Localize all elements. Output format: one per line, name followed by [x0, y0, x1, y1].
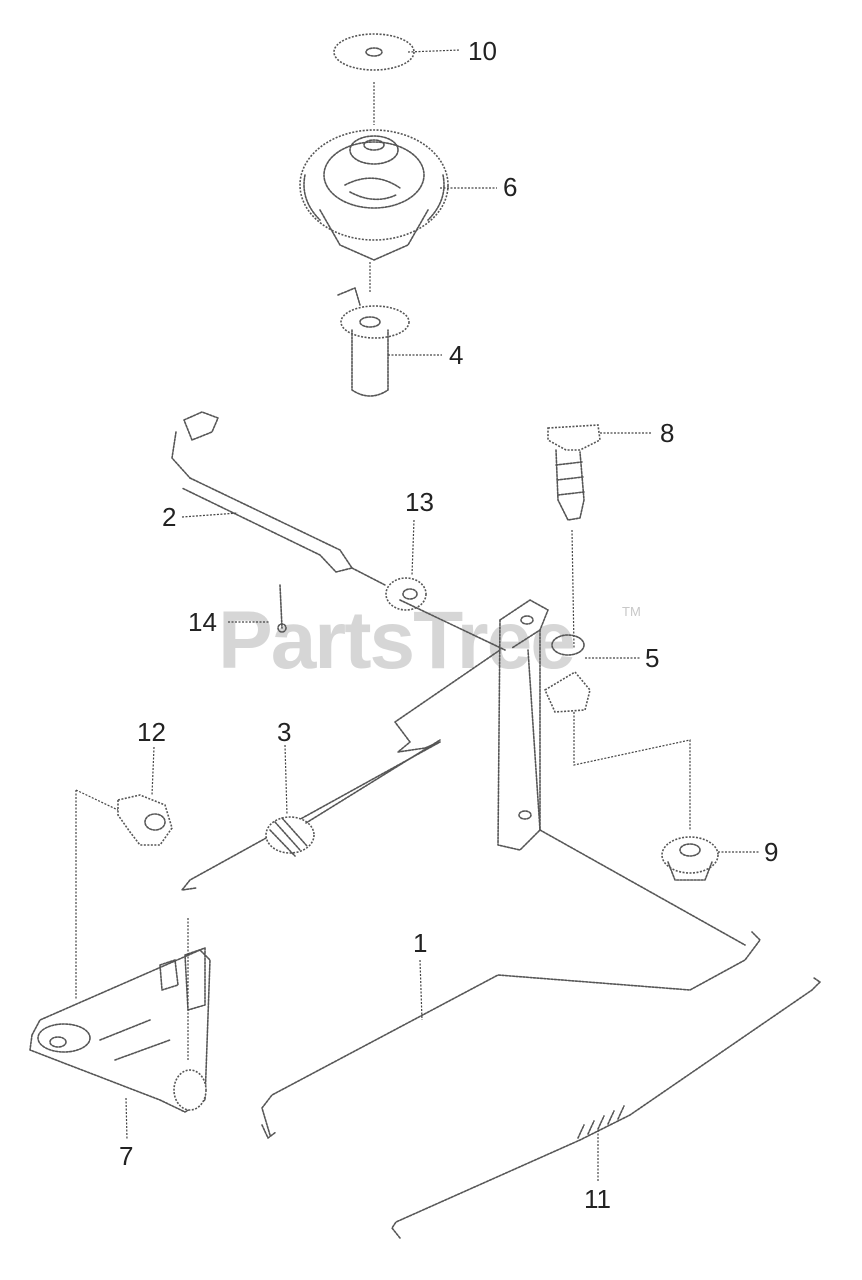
callout-9: 9: [764, 837, 778, 867]
part-5-bracket: [497, 599, 591, 851]
callout-6: 6: [503, 172, 517, 202]
watermark-trademark: TM: [622, 604, 641, 619]
part-9-grommet: [661, 836, 719, 881]
part-11-spring-link: [391, 977, 821, 1239]
watermark-brand: PartsTree: [218, 595, 574, 686]
callout-10: 10: [468, 36, 497, 66]
callout-12: 12: [137, 717, 166, 747]
part-7-plate: [29, 947, 211, 1113]
callout-1: 1: [413, 928, 427, 958]
callout-3: 3: [277, 717, 291, 747]
part-14-pin: [277, 584, 287, 633]
callout-5: 5: [645, 643, 659, 673]
callout-11: 11: [584, 1184, 611, 1214]
part-4-shaft: [337, 287, 410, 397]
part-1-rod: [261, 829, 761, 1139]
part-10-washer: [333, 33, 415, 71]
callout-2: 2: [162, 502, 176, 532]
callout-7: 7: [119, 1141, 133, 1171]
part-8-bolt: [547, 424, 601, 521]
part-3-spring: [265, 816, 315, 857]
part-2-lever: [171, 411, 386, 586]
callout-4: 4: [449, 340, 463, 370]
part-6-knob: [299, 129, 449, 261]
callout-14: 14: [188, 607, 217, 637]
callout-13: 13: [405, 487, 434, 517]
part-12-screw: [117, 794, 173, 846]
part-13-bushing: [385, 577, 427, 611]
callout-8: 8: [660, 418, 674, 448]
